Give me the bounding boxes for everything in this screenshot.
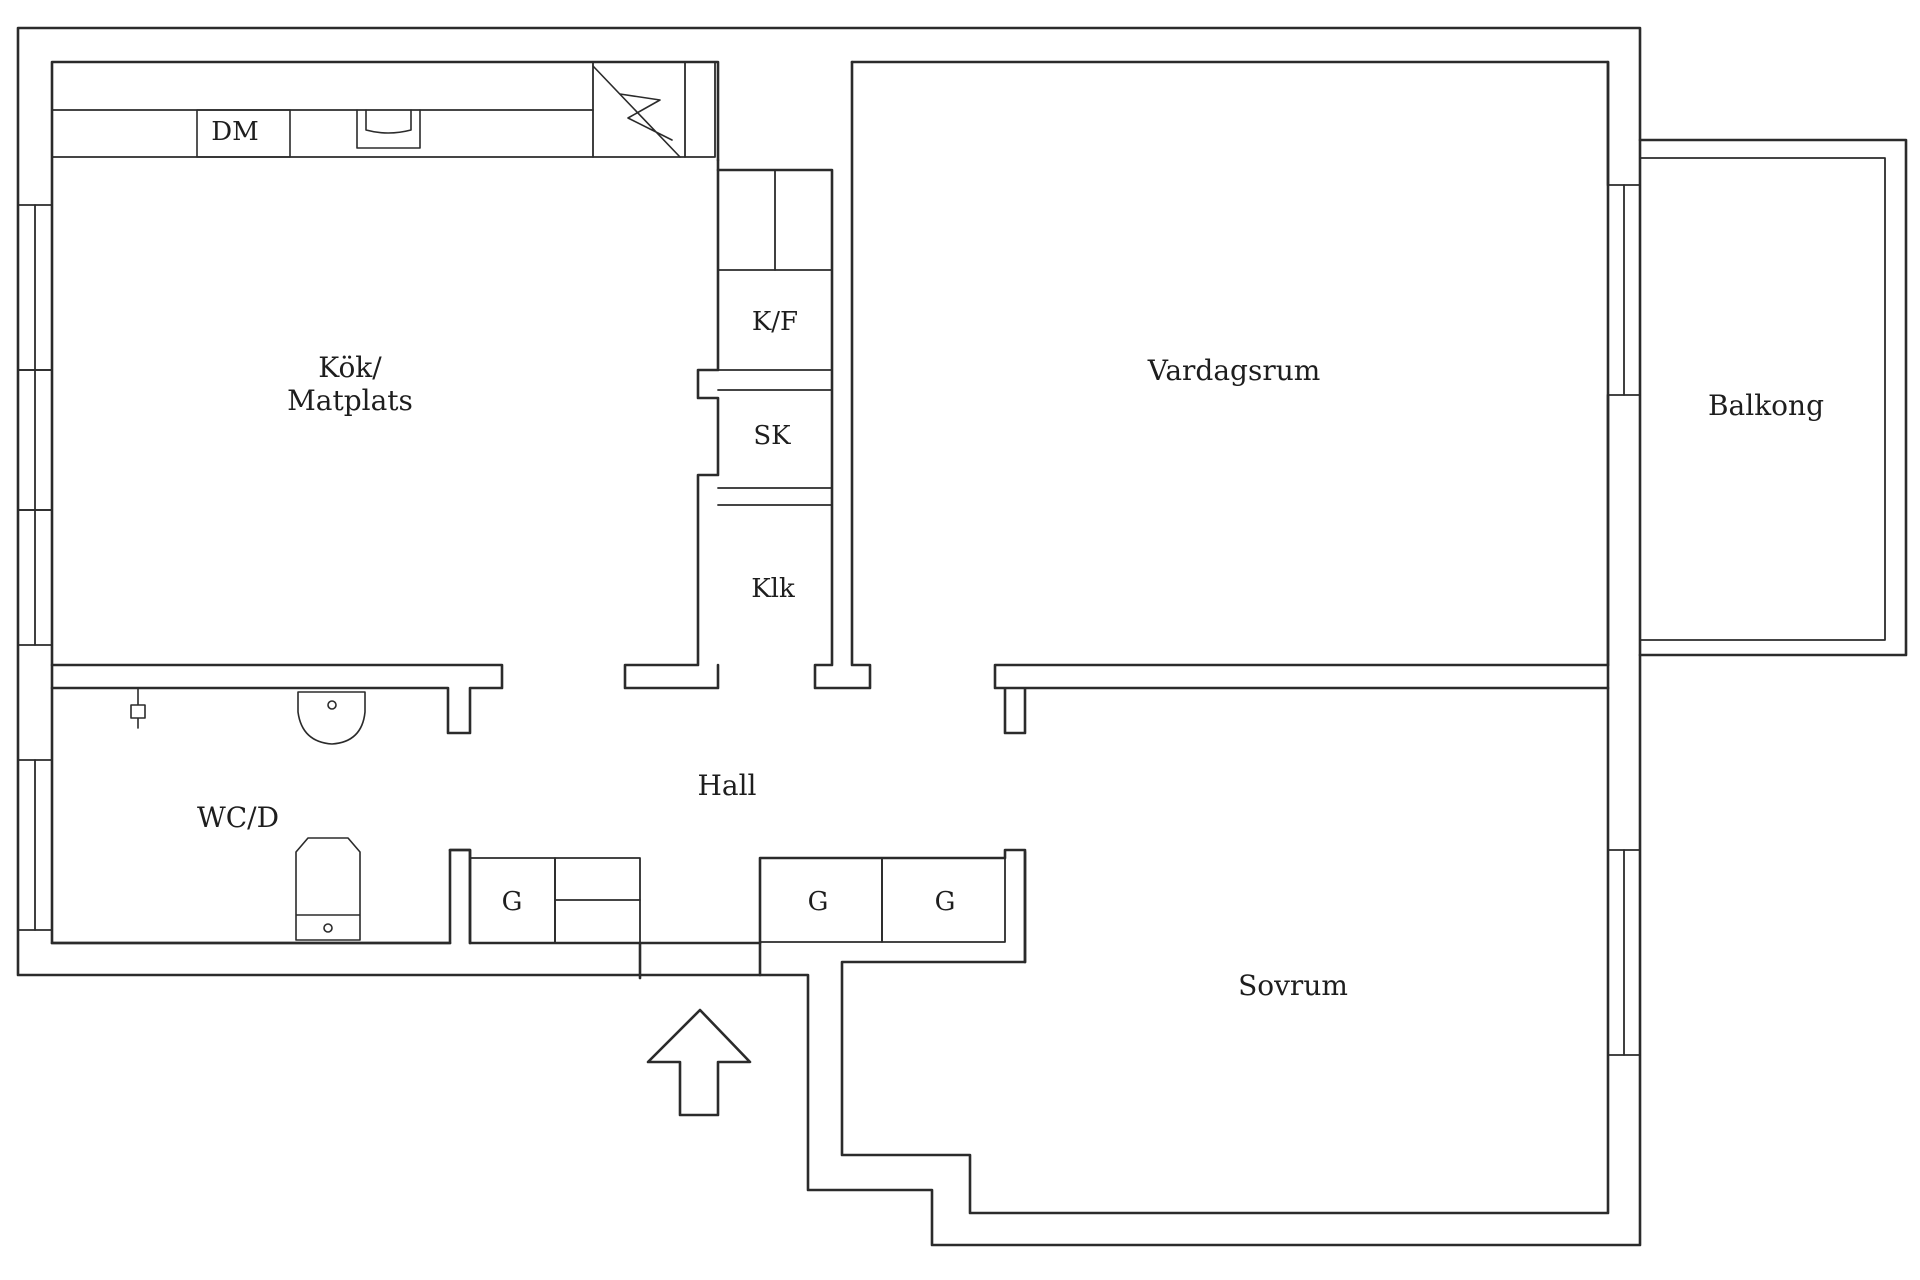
kitchen-label-2: Matplats: [287, 384, 413, 417]
inner-wall-outline: [50, 60, 1610, 1215]
wardrobe-label-1: G: [502, 887, 523, 917]
kitchen-sink-icon: [356, 109, 421, 149]
wardrobe-g3: [881, 857, 1006, 943]
washbasin-drain: [327, 700, 337, 710]
bedroom-label: Sovrum: [1238, 969, 1348, 1002]
entrance-arrow-icon: [646, 1008, 752, 1117]
toilet-flush: [323, 923, 333, 933]
washbasin-icon: [297, 691, 366, 745]
room-labels: Kök/ Matplats Vardagsrum Balkong Hall WC…: [197, 351, 1824, 1002]
dishwasher-label: DM: [211, 117, 258, 147]
storage-cabinet-label: SK: [753, 421, 791, 451]
living-room-label: Vardagsrum: [1147, 354, 1321, 387]
hall-label: Hall: [697, 769, 756, 802]
utility-column: K/F SK Klk: [623, 60, 872, 690]
kitchen-label: Kök/: [318, 351, 382, 384]
wardrobe-right-frame: [758, 848, 1027, 977]
fridge-freezer-label: K/F: [752, 307, 798, 337]
stove-icon: [592, 65, 681, 158]
balcony: [1638, 138, 1908, 657]
living-south-wall: [993, 663, 1610, 735]
balcony-label: Balkong: [1708, 389, 1824, 422]
living-bedroom-partition: [993, 60, 1610, 735]
east-windows: [1607, 184, 1641, 1056]
utility-wall: [716, 60, 872, 690]
balcony-outer: [1638, 138, 1908, 657]
outer-wall-outline: [16, 26, 1642, 1247]
outer-walls: [16, 26, 1642, 1247]
hall-wardrobes: G G G: [448, 848, 1027, 980]
bath-south-wall: [50, 848, 472, 945]
wardrobe-label-2: G: [808, 887, 829, 917]
toilet-icon: [295, 837, 361, 941]
wardrobe-left-frame: [448, 848, 642, 980]
balcony-inner: [1639, 157, 1886, 641]
shower-icon: [130, 687, 146, 729]
wardrobe-label-3: G: [935, 887, 956, 917]
walkin-closet-label: Klk: [751, 574, 795, 604]
dishwasher: [196, 109, 291, 158]
kitchen-east-wall: [623, 158, 720, 690]
kitchen-counter: DM: [51, 61, 716, 158]
bathroom-label: WC/D: [197, 801, 279, 834]
left-windows: [17, 204, 53, 931]
bath-north-wall: [50, 663, 504, 735]
